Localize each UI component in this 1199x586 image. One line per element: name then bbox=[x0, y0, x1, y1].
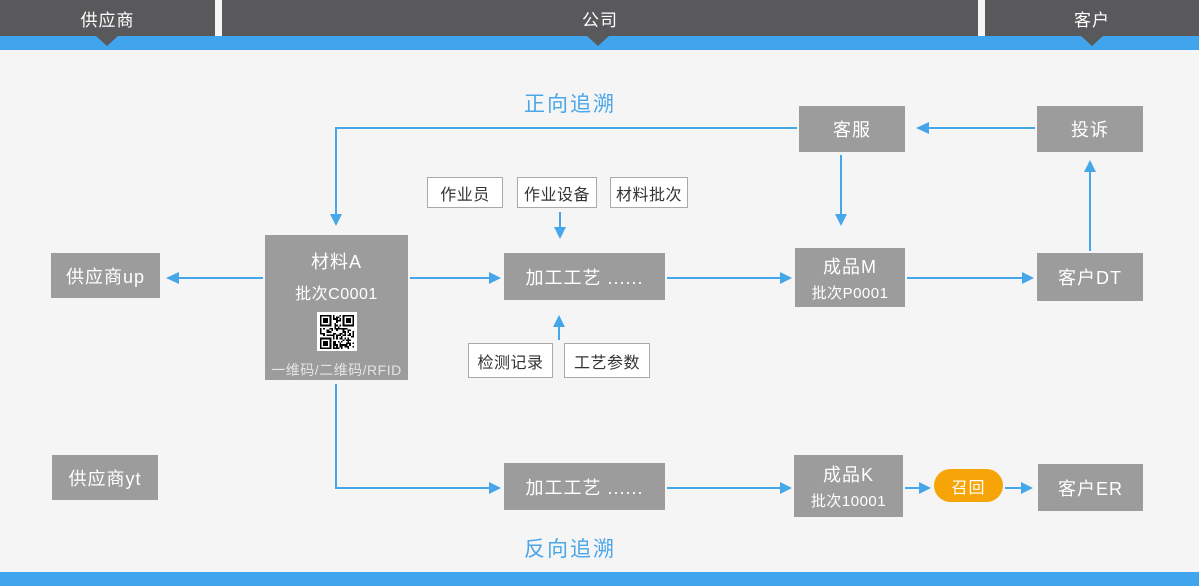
node-customer-service: 客服 bbox=[799, 106, 905, 152]
node-material-a-batch: 批次C0001 bbox=[295, 286, 378, 303]
tag-work-equipment-label: 作业设备 bbox=[523, 186, 590, 204]
node-supplier-up: 供应商up bbox=[51, 253, 160, 298]
node-product-k-batch: 批次10001 bbox=[810, 493, 887, 510]
arrow-material-to-process bbox=[410, 272, 501, 284]
tag-operator-label: 作业员 bbox=[440, 186, 490, 204]
node-supplier-up-label: 供应商up bbox=[65, 266, 146, 287]
node-product-m: 成品M 批次P0001 bbox=[795, 248, 905, 307]
node-customer-service-label: 客服 bbox=[833, 120, 871, 140]
arrow-equipment-to-process bbox=[554, 212, 566, 239]
node-process-top: 加工工艺 ...... bbox=[504, 253, 665, 300]
forward-trace-title: 正向追溯 bbox=[524, 93, 616, 116]
arrow-process-bottom-to-product-k bbox=[667, 482, 792, 494]
arrow-product-k-to-recall bbox=[905, 482, 931, 494]
node-product-m-batch: 批次P0001 bbox=[811, 284, 889, 302]
lane-company: 公司 bbox=[222, 0, 978, 36]
node-customer-dt-label: 客户DT bbox=[1058, 268, 1122, 288]
arrow-product-m-to-customer-dt bbox=[907, 272, 1034, 284]
arrow-process-to-product-m bbox=[667, 272, 792, 284]
arrow-service-to-product-m bbox=[835, 155, 847, 226]
lane-supplier-label: 供应商 bbox=[80, 10, 135, 30]
badge-recall-label: 召回 bbox=[951, 479, 986, 497]
badge-recall: 召回 bbox=[934, 469, 1003, 502]
qr-code-icon bbox=[316, 312, 357, 351]
node-process-bottom: 加工工艺 ...... bbox=[504, 463, 665, 510]
arrow-customer-dt-to-complaint bbox=[1084, 160, 1096, 251]
lane-pointer-supplier bbox=[96, 36, 118, 46]
node-customer-er: 客户ER bbox=[1038, 464, 1143, 511]
lane-pointer-company bbox=[587, 36, 609, 46]
tag-material-batch: 材料批次 bbox=[610, 177, 688, 208]
arrow-material-to-process-bottom bbox=[335, 384, 501, 494]
node-complaint-label: 投诉 bbox=[1071, 120, 1109, 140]
node-product-m-title: 成品M bbox=[823, 256, 877, 277]
node-customer-er-label: 客户ER bbox=[1057, 478, 1123, 499]
lane-pointer-customer bbox=[1081, 36, 1103, 46]
tag-work-equipment: 作业设备 bbox=[517, 177, 597, 208]
lane-customer: 客户 bbox=[985, 0, 1199, 36]
footer-accent-bar bbox=[0, 572, 1199, 586]
arrow-recall-to-customer-er bbox=[1005, 482, 1033, 494]
node-customer-dt: 客户DT bbox=[1037, 253, 1143, 301]
node-process-top-label: 加工工艺 ...... bbox=[525, 267, 644, 288]
node-product-k-title: 成品K bbox=[822, 465, 874, 485]
node-supplier-yt: 供应商yt bbox=[52, 455, 158, 500]
lane-supplier: 供应商 bbox=[0, 0, 215, 36]
node-material-a: 材料A 批次C0001 一维码/二维码/RFID bbox=[265, 235, 408, 380]
node-material-a-code-label: 一维码/二维码/RFID bbox=[271, 362, 402, 378]
lane-company-label: 公司 bbox=[582, 10, 618, 30]
tag-material-batch-label: 材料批次 bbox=[615, 186, 682, 204]
tag-inspection-record: 检测记录 bbox=[468, 343, 553, 378]
tag-inspection-record-label: 检测记录 bbox=[477, 354, 544, 372]
tag-process-params: 工艺参数 bbox=[564, 343, 650, 378]
arrow-material-to-supplier-up bbox=[166, 272, 263, 284]
arrow-complaint-to-service bbox=[916, 122, 1035, 134]
node-material-a-title: 材料A bbox=[310, 252, 362, 272]
node-product-k: 成品K 批次10001 bbox=[794, 455, 903, 517]
node-supplier-yt-label: 供应商yt bbox=[68, 468, 142, 489]
node-process-bottom-label: 加工工艺 ...... bbox=[525, 477, 644, 498]
arrow-records-to-process bbox=[553, 315, 565, 340]
tag-operator: 作业员 bbox=[427, 177, 503, 208]
node-complaint: 投诉 bbox=[1037, 106, 1143, 152]
lane-customer-label: 客户 bbox=[1074, 10, 1110, 30]
tag-process-params-label: 工艺参数 bbox=[573, 354, 640, 372]
backward-trace-title: 反向追溯 bbox=[524, 538, 616, 561]
